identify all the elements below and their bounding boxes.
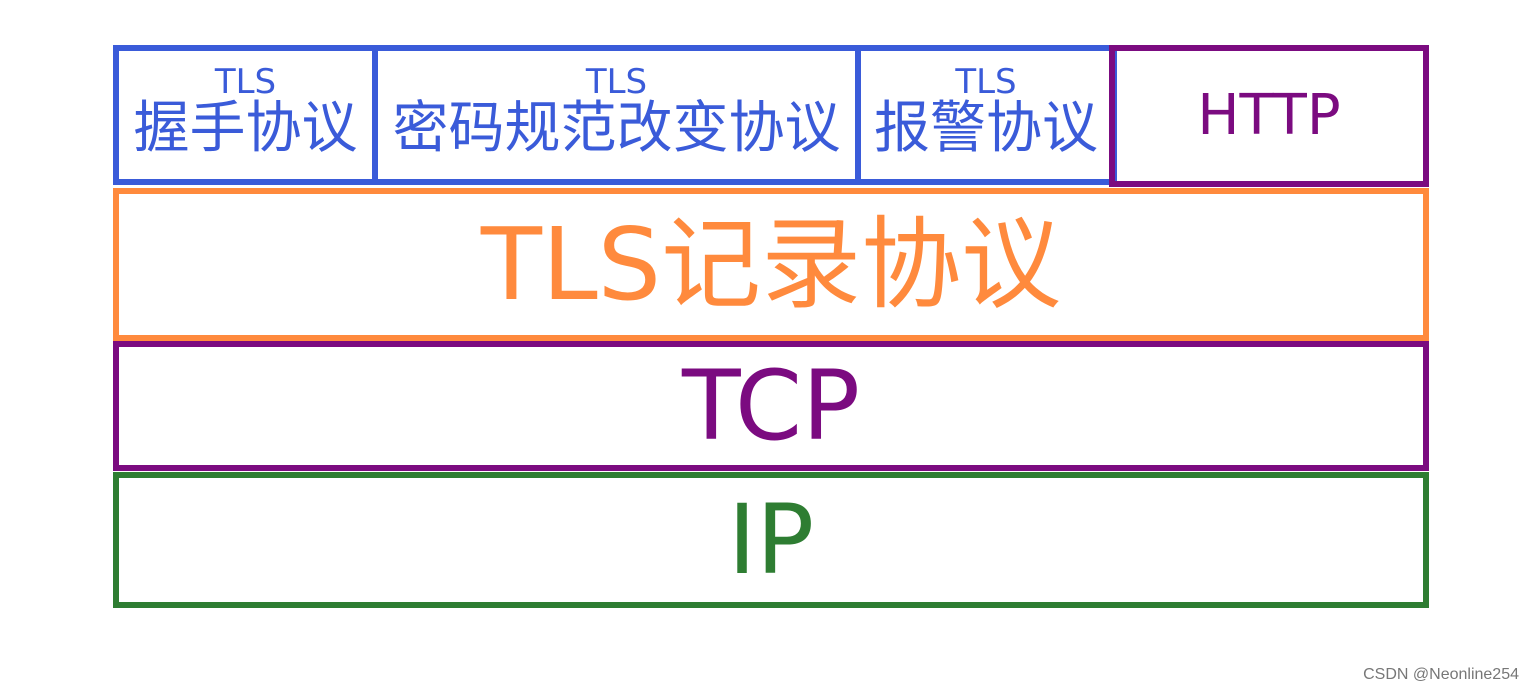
tls-handshake-box: TLS 握手协议 (113, 45, 378, 185)
http-label: HTTP (1197, 83, 1341, 148)
tcp-box: TCP (113, 341, 1429, 471)
tcp-label: TCP (682, 350, 860, 462)
tls-handshake-prefix: TLS (214, 62, 277, 102)
tls-handshake-label: 握手协议 (133, 96, 358, 161)
watermark: CSDN @Neonline254 (1363, 666, 1519, 683)
tls-change-cipher-prefix: TLS (585, 62, 648, 102)
tls-change-cipher-label: 密码规范改变协议 (392, 96, 841, 161)
ip-label: IP (727, 484, 815, 596)
tls-alert-prefix: TLS (955, 62, 1017, 102)
tls-record-box: TLS记录协议 (113, 188, 1429, 341)
tls-change-cipher-box: TLS 密码规范改变协议 (372, 45, 861, 185)
tls-record-label: TLS记录协议 (480, 205, 1062, 323)
tls-alert-label: 报警协议 (874, 96, 1098, 161)
http-box: HTTP (1109, 45, 1429, 187)
ip-box: IP (113, 472, 1429, 608)
tls-alert-box: TLS 报警协议 (855, 45, 1117, 185)
